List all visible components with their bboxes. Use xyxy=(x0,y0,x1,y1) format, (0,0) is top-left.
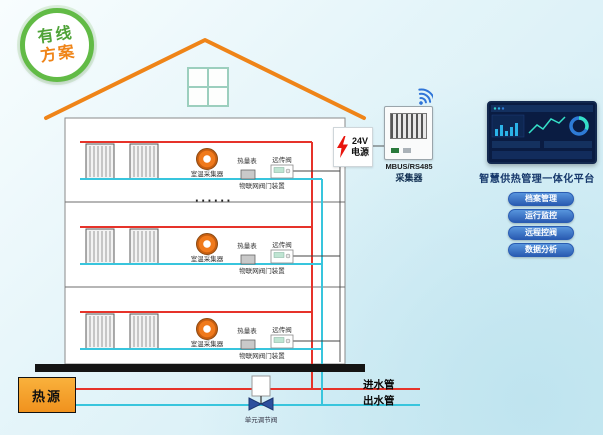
collector-name-label: 采集器 xyxy=(395,173,423,183)
iot-device-label-floor-3: 物联网阀门装置 xyxy=(239,353,285,360)
room-thermostat-floor-3 xyxy=(196,318,218,340)
hot-water-pipes xyxy=(76,141,420,390)
roof xyxy=(44,38,366,120)
badge-line2: 方案 xyxy=(39,43,78,66)
room-thermostat-floor-2 xyxy=(196,233,218,255)
remote-valve-label-floor-3: 远传阀 xyxy=(272,327,292,334)
outlet-pipe-label: 出水管 xyxy=(363,395,395,407)
thermostat-label-floor-3: 室温采集器 xyxy=(190,341,224,348)
bus-wire xyxy=(293,145,384,362)
inlet-pipe-label: 进水管 xyxy=(363,379,395,391)
iot-device-label-floor-2: 物联网阀门装置 xyxy=(239,268,285,275)
thermostat-label-floor-1: 室温采集器 xyxy=(190,171,224,178)
thermostat-label-floor-2: 室温采集器 xyxy=(190,256,224,263)
remote-valve-label-floor-1: 远传阀 xyxy=(272,157,292,164)
solution-badge: 有线 方案 xyxy=(20,8,94,82)
power-line1: 24V xyxy=(351,135,368,146)
remote-valve-label-floor-2: 远传阀 xyxy=(272,242,292,249)
feature-pill-data-analysis: 数据分析 xyxy=(508,243,574,257)
heat-meter-label-floor-2: 热量表 xyxy=(237,243,257,250)
power-supply-text: 24V 电源 xyxy=(351,136,369,159)
ground-slab xyxy=(35,364,365,372)
unit-valve-label: 单元调节阀 xyxy=(244,417,278,424)
wifi-icon xyxy=(418,88,433,105)
solution-badge-text: 有线 方案 xyxy=(36,23,78,66)
unit-valve-shape xyxy=(248,375,274,411)
platform-title: 智慧供热管理一体化平台 xyxy=(479,174,595,185)
power-line2: 电源 xyxy=(350,147,369,157)
feature-pill-valve-control: 远程控阀 xyxy=(508,226,574,240)
heat-meter-label-floor-3: 热量表 xyxy=(237,328,257,335)
valve-actuator xyxy=(251,375,271,397)
roof-window xyxy=(187,67,229,107)
room-thermostat-floor-1 xyxy=(196,148,218,170)
dashboard-preview xyxy=(491,105,593,159)
data-collector-device xyxy=(384,106,433,160)
collector-terminals xyxy=(390,113,427,139)
feature-pill-archive: 档案管理 xyxy=(508,192,574,206)
cold-water-pipes xyxy=(76,178,420,406)
floors-ellipsis: ······ xyxy=(195,193,233,208)
heat-meter-label-floor-1: 热量表 xyxy=(237,158,257,165)
collector-port xyxy=(403,148,411,153)
heat-source-box: 热源 xyxy=(18,377,76,413)
feature-pill-monitoring: 运行监控 xyxy=(508,209,574,223)
platform-dashboard-screen xyxy=(487,101,597,164)
lightning-icon xyxy=(336,136,348,158)
collector-protocol-label: MBUS/RS485 xyxy=(385,162,433,171)
collector-led xyxy=(391,148,399,153)
power-supply-box: 24V 电源 xyxy=(333,127,373,167)
iot-device-label-floor-1: 物联网阀门装置 xyxy=(239,183,285,190)
